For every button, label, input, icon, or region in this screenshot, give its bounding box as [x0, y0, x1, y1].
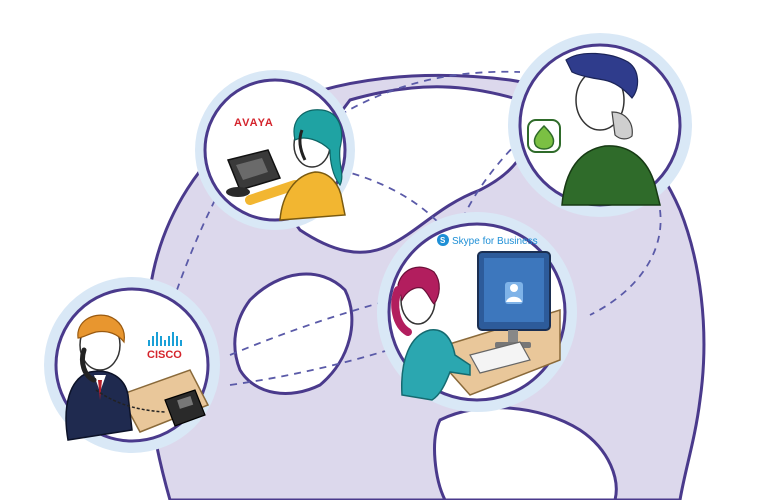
- skype-brand-label: Skype for Business: [452, 236, 538, 247]
- line-avaya-green: [339, 70, 521, 116]
- skype-logo: S: [437, 234, 449, 246]
- line-avaya-skype: [339, 169, 446, 231]
- cisco-desk-phone: [164, 389, 206, 427]
- avaya-desk-phone: [226, 149, 282, 197]
- softphone-user-hair: [565, 52, 639, 99]
- line-green-skype-right: [589, 209, 662, 316]
- skype-computer-monitor: [477, 251, 551, 348]
- skype-user-body: [401, 329, 471, 401]
- continent-cutout-lower: [233, 272, 354, 395]
- avaya-logo: AVAYA: [234, 117, 274, 129]
- skype-user-circle: S Skype for Business: [377, 212, 577, 412]
- svg-text:S: S: [440, 236, 446, 245]
- cisco-desk: [118, 369, 210, 433]
- avaya-user-hair: [293, 109, 343, 187]
- cisco-logo-text: CISCO: [147, 349, 182, 361]
- cisco-user-body: [65, 370, 133, 441]
- cisco-user-circle: CISCO: [44, 277, 220, 453]
- skype-keyboard: [469, 341, 531, 374]
- line-cisco-skype-upper: [229, 294, 411, 356]
- softphone-user-body: [561, 145, 661, 206]
- cisco-logo-bars: [148, 332, 182, 346]
- softphone-app-icon: [527, 119, 561, 153]
- cisco-user-hair: [77, 314, 125, 344]
- avaya-user-body: [279, 171, 346, 221]
- avaya-user-circle: AVAYA: [195, 70, 355, 230]
- skype-user-hair: [397, 266, 440, 305]
- softphone-user-circle: [508, 33, 692, 217]
